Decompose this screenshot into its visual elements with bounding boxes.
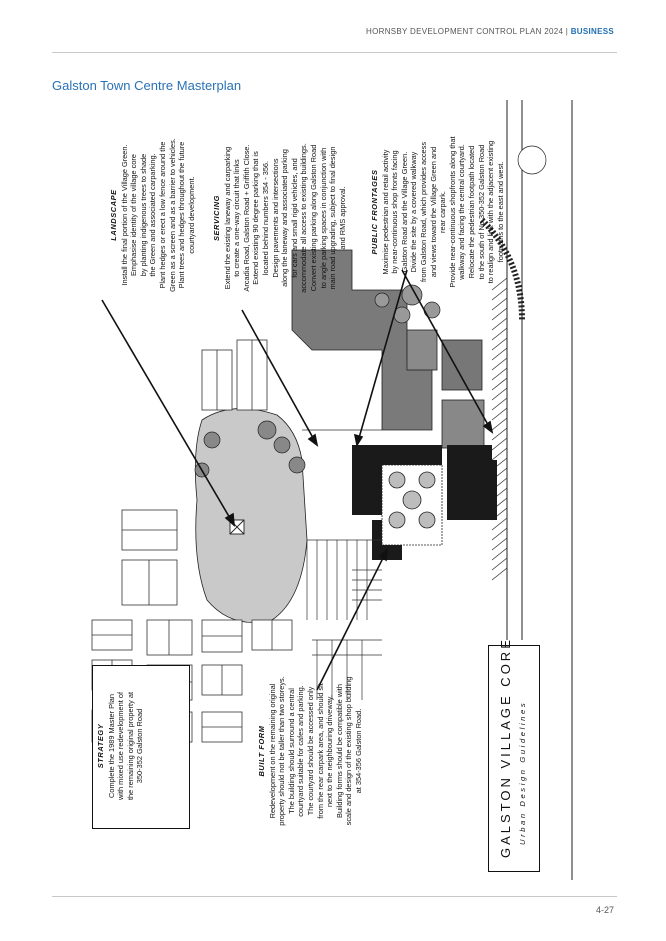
landscape-line: by planting indigenous trees to shade [138,153,148,277]
servicing-line: Extend the existing laneway and carparki… [222,146,232,290]
built-form-line: The building should surround a central [286,688,296,814]
village-green [194,408,308,623]
trees [374,145,547,324]
public-frontages-line: to the south of No.350-352 Galston Road [476,144,486,280]
public-frontages-line: rear carpark. [438,191,448,233]
built-form-line: scale and design of the existing shop bu… [344,676,354,826]
landscape-line: Plant hedges or erect a low fence around… [157,141,167,289]
public-frontages-heading: PUBLIC FRONTAGES [370,169,379,255]
servicing-line: main road upgrading, subject to final de… [328,146,338,290]
servicing-notes: SERVICING Extend the existing laneway an… [212,104,347,332]
strategy-line: 350-352 Galston Road [135,708,145,784]
built-form-heading: BUILT FORM [257,725,266,777]
page-number: 4-27 [595,905,614,915]
landscape-line: Install the final portion of the Village… [119,144,129,286]
public-frontages-line: Provide near-continuous shopfronts along… [447,136,457,288]
galston-road [506,100,573,880]
built-form-line: property should not be taller than two s… [277,676,287,826]
public-frontages-line: Divide the site by a covered walkway [409,151,419,273]
public-frontages-line: Maximise pedestrian and retail activity [380,149,390,275]
landscape-line: the Green and associated carparking. [148,153,158,277]
strategy-line: with mixed use redevelopment of [116,691,126,801]
core-subtitle: Urban Design Guidelines [518,700,527,845]
built-form-line: at 354-356 Galston Road. [353,708,363,794]
footer-rule [52,896,617,897]
servicing-line: Extend existing 90 degree parking that i… [251,151,261,285]
built-form-line: Building forms should be compatible with [334,684,344,818]
masterplan-figure: LANDSCAPE Install the final portion of t… [52,100,612,880]
header-separator: | [563,27,571,36]
page-header: HORNSBY DEVELOPMENT CONTROL PLAN 2024 | … [366,27,614,36]
built-form-line: Redevelopment on the remaining original [267,683,277,819]
public-frontages-line: Galston Road and the Village Green. [399,151,409,273]
landscape-heading: LANDSCAPE [109,189,118,241]
servicing-line: Design pavements and intersections [270,158,280,278]
servicing-line: Convert existing parking along Galston R… [308,144,318,292]
servicing-line: accommodate all access to existing build… [299,143,309,293]
angle-parking [491,277,508,581]
servicing-line: located behind numbers 354 - 356. [260,160,270,276]
built-form-notes: BUILT FORM Redevelopment on the remainin… [257,637,364,865]
strategy-line: Complete the 1989 Master Plan [106,694,116,798]
landscape-line: Green as a screen and as a barrier to ve… [167,138,177,292]
servicing-line: along the laneway and associated parking [280,149,290,287]
leader-arrows [101,269,494,691]
core-title: GALSTON VILLAGE CORE [498,637,513,858]
landscape-line: Emphasise identity of the village core [129,154,139,277]
landscape-line: Plant trees and hedges throughout the fu… [177,141,187,289]
lower-carpark [312,639,382,700]
servicing-line: for cars and small rigid vehicles, and [289,158,299,278]
core-title-box [488,645,540,872]
public-frontages-line: walkway and facing the central courtyard… [457,144,467,280]
public-frontages-line: to realign and link with the adjacent ex… [486,140,496,284]
strategy-heading: STRATEGY [96,723,105,769]
landscape-line: courtyard development. [186,176,196,254]
public-frontages-line: by near-continuous shop fronts facing [390,150,400,274]
proposed-buildings [352,445,497,560]
public-frontages-line: from Galston Road, which provides access [418,141,428,283]
landscape-notes: LANDSCAPE Install the final portion of t… [109,110,196,320]
servicing-line: to angle parking spaces in conjunction w… [318,147,328,289]
header-doc-title: HORNSBY DEVELOPMENT CONTROL PLAN 2024 [366,27,564,36]
page-title: Galston Town Centre Masterplan [52,78,242,93]
strategy-box [92,665,190,829]
header-section: BUSINESS [570,27,614,36]
servicing-line: and RMS approval. [337,186,347,250]
built-form-line: courtyard suitable for cafes and parking… [296,685,306,817]
servicing-line: Arcadia Road, Galston Road + Griffith Cl… [241,144,251,292]
built-form-line: from the rear carpark area, and should s… [315,683,325,819]
public-frontages-line: Relocate the pedestrian footpath located [466,145,476,279]
servicing-heading: SERVICING [212,194,221,242]
header-rule [52,52,617,53]
servicing-line: to create a one-way circuit that links [232,159,242,277]
rear-carpark [302,429,382,620]
existing-buildings [291,249,485,449]
public-frontages-notes: PUBLIC FRONTAGES Maximise pedestrian and… [370,102,505,322]
public-frontages-line: and views toward the Village Green and [428,146,438,278]
central-courtyard [381,464,443,546]
built-form-line: next to the neighbouring driveway. [325,694,335,808]
strategy-notes: STRATEGY Complete the 1989 Master Plan w… [96,669,145,823]
public-frontages-line: footpaths to the east and west. [495,161,505,263]
built-form-line: The courtyard should be accessed only [305,686,315,816]
strategy-line: the remaining original property at [125,691,135,801]
